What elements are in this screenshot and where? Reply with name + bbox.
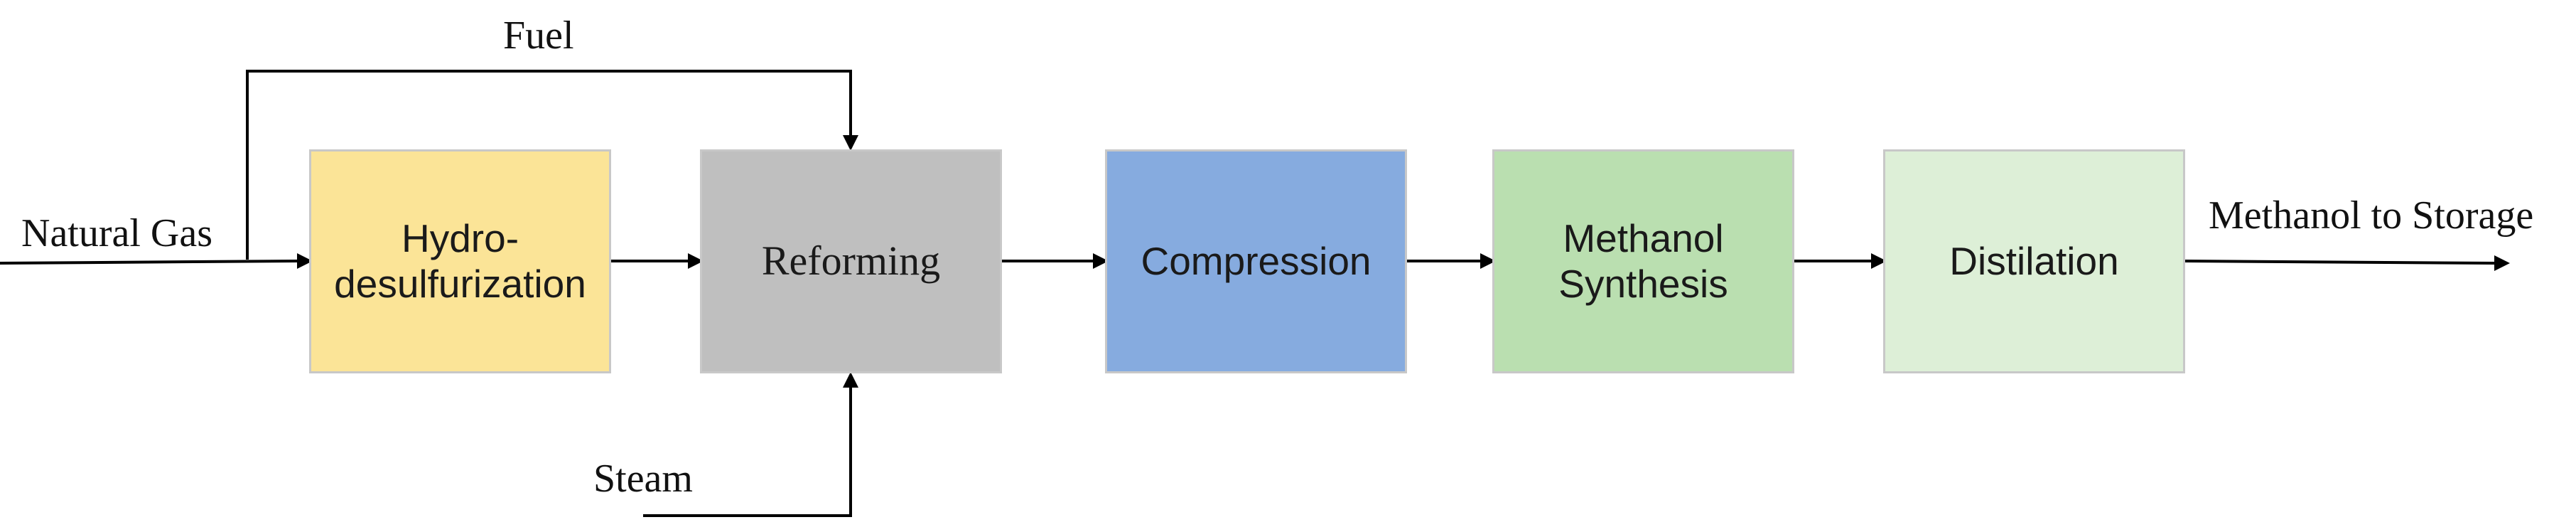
reforming-box: Reforming <box>700 149 1002 373</box>
arrowhead-fuel-in <box>843 135 858 151</box>
arrowhead-reforming-in <box>688 253 704 269</box>
hydrodesulfurization-label: Hydro- desulfurization <box>334 216 586 306</box>
arrowhead-storage-out <box>2494 255 2510 271</box>
arrow-methanol-to-storage <box>2184 260 2495 265</box>
compression-label: Compression <box>1141 238 1371 283</box>
compression-box: Compression <box>1105 149 1407 373</box>
arrow-natural-gas-to-hydrodesulfurization <box>0 260 298 265</box>
natural-gas-label: Natural Gas <box>21 211 213 255</box>
arrow-steam-to-reforming <box>643 384 852 517</box>
arrow-fuel-to-reforming <box>246 70 852 260</box>
methanol-synthesis-box: Methanol Synthesis <box>1492 149 1794 373</box>
steam-label: Steam <box>593 457 693 501</box>
distilation-box: Distilation <box>1883 149 2185 373</box>
distilation-label: Distilation <box>1949 238 2119 283</box>
hydrodesulfurization-box: Hydro- desulfurization <box>309 149 611 373</box>
arrowhead-distilation-in <box>1871 253 1887 269</box>
methanol-synthesis-label: Methanol Synthesis <box>1558 216 1728 306</box>
fuel-label: Fuel <box>503 14 574 58</box>
arrowhead-steam-in <box>843 372 858 388</box>
reforming-label: Reforming <box>761 238 941 284</box>
arrowhead-compression-in <box>1093 253 1109 269</box>
arrowhead-methanol-synthesis-in <box>1480 253 1496 269</box>
methanol-to-storage-label: Methanol to Storage <box>2209 193 2534 238</box>
arrowhead-hds-in <box>297 253 313 269</box>
